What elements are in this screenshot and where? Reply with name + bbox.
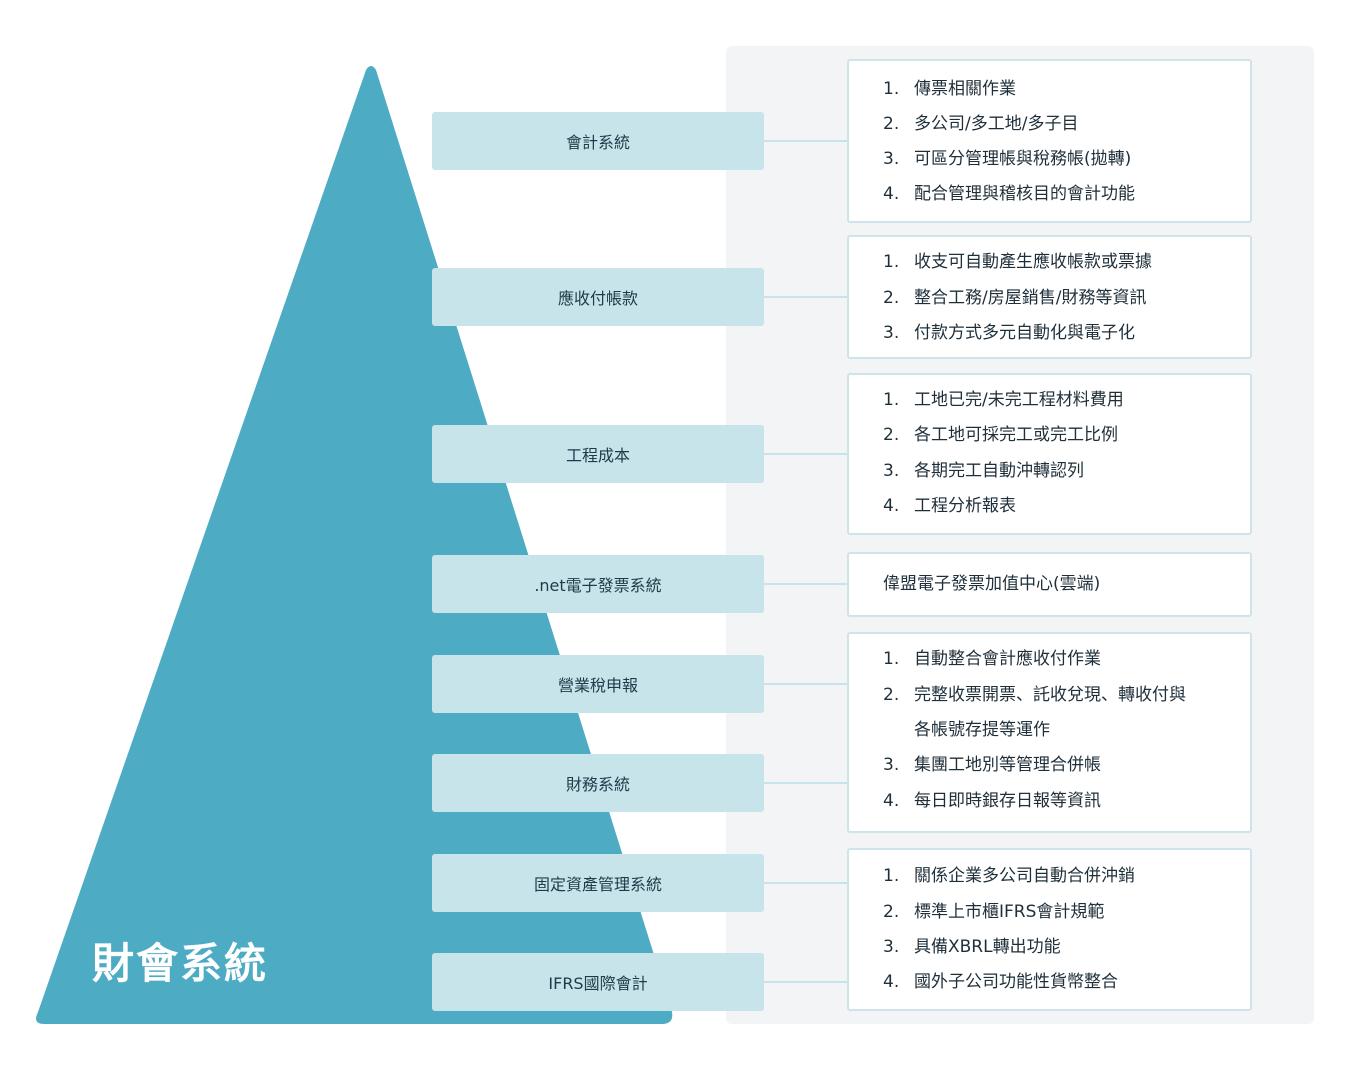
item-number: 3. [883,461,900,481]
item-number: 4. [883,184,900,204]
list-item: 1. 收支可自動產生應收帳款或票據 [883,250,1152,274]
detail-box-accounting: 1.傳票相關作業 2.多公司/多工地/多子目 3.可區分管理帳與稅務帳(拋轉) … [847,59,1252,223]
label-accounting-system: 會計系統 [432,112,764,170]
item-text: 可區分管理帳與稅務帳(拋轉) [914,149,1132,169]
item-number: 3. [883,149,900,169]
detail-box-ifrs: 1. 關係企業多公司自動合併沖銷 2. 標準上市櫃IFRS會計規範 3. 具備XBRL… [847,848,1252,1011]
item-number: 1. [883,649,900,669]
detail-box-finance: 1. 自動整合會計應收付作業 2. 完整收票開票、託收兌現、轉收付與 各帳號存提等運… [847,632,1252,833]
item-text: 多公司/多工地/多子目 [914,114,1079,134]
item-number: 2. [883,288,900,308]
label-business-tax-filing: 營業稅申報 [432,655,764,713]
item-text: 付款方式多元自動化與電子化 [914,323,1135,343]
item-text: 關係企業多公司自動合併沖銷 [914,866,1135,886]
item-text: 整合工務/房屋銷售/財務等資訊 [914,288,1147,308]
item-number: 4. [883,972,900,992]
item-number: 2. [883,685,900,705]
item-text: 各期完工自動沖轉認列 [914,461,1084,481]
label-ifrs-accounting: IFRS國際會計 [432,953,764,1011]
detail-box-receivables: 1. 收支可自動產生應收帳款或票據 2. 整合工務/房屋銷售/財務等資訊 3. 付款方… [847,235,1252,359]
item-number: 4. [883,496,900,516]
list-item: 4. 國外子公司功能性貨幣整合 [883,970,1118,994]
item-text: 集團工地別等管理合併帳 [914,755,1101,775]
diagram-title: 財會系統 [92,939,269,988]
item-text: 各工地可採完工或完工比例 [914,425,1118,445]
item-number: 3. [883,937,900,957]
list-item: 1. 關係企業多公司自動合併沖銷 [883,864,1135,888]
list-item: 4. 工程分析報表 [883,494,1016,518]
item-number: 2. [883,902,900,922]
label-e-invoice-system: .net電子發票系統 [432,555,764,613]
item-number: 2. [883,114,900,134]
list-item: 2. 標準上市櫃IFRS會計規範 [883,900,1104,924]
list-item: 1. 傳票相關作業 [883,77,1016,101]
list-item: 3. 付款方式多元自動化與電子化 [883,321,1135,345]
item-text: 標準上市櫃IFRS會計規範 [914,902,1105,922]
item-text: 配合管理與稽核目的會計功能 [914,184,1135,204]
item-text: 各帳號存提等運作 [914,720,1050,740]
item-text: 國外子公司功能性貨幣整合 [914,972,1118,992]
item-text: 工程分析報表 [914,496,1016,516]
list-item: 3. 各期完工自動沖轉認列 [883,459,1084,483]
list-item: 4. 每日即時銀存日報等資訊 [883,789,1101,813]
item-text: 工地已完/未完工程材料費用 [914,390,1124,410]
item-number: 1. [883,79,900,99]
list-item: 3. 具備XBRL轉出功能 [883,935,1061,959]
detail-text: 偉盟電子發票加值中心(雲端) [883,574,1101,594]
item-number: 1. [883,252,900,272]
list-item: 1. 工地已完/未完工程材料費用 [883,388,1124,412]
list-item: 2. 整合工務/房屋銷售/財務等資訊 [883,286,1146,310]
label-fixed-asset-system: 固定資產管理系統 [432,854,764,912]
item-text: 完整收票開票、託收兌現、轉收付與 [914,685,1186,705]
detail-box-construction: 1. 工地已完/未完工程材料費用 2. 各工地可採完工或完工比例 3. 各期完工自動沖… [847,373,1252,535]
item-text: 具備XBRL轉出功能 [914,937,1061,957]
item-text: 自動整合會計應收付作業 [914,649,1101,669]
item-number: 3. [883,323,900,343]
list-item: 3. 集團工地別等管理合併帳 [883,753,1101,777]
list-item: 3. 可區分管理帳與稅務帳(拋轉) [883,147,1131,171]
item-number: 1. [883,866,900,886]
item-text: 每日即時銀存日報等資訊 [914,791,1101,811]
label-finance-system: 財務系統 [432,754,764,812]
item-number: 1. [883,390,900,410]
list-item: 2. 完整收票開票、託收兌現、轉收付與 [883,683,1186,707]
list-item: 1. 自動整合會計應收付作業 [883,647,1101,671]
item-text: 傳票相關作業 [914,79,1016,99]
item-number: 3. [883,755,900,775]
list-item: 各帳號存提等運作 [883,718,1050,742]
label-construction-cost: 工程成本 [432,425,764,483]
list-item: 4. 配合管理與稽核目的會計功能 [883,182,1135,206]
detail-box-e-invoice: 偉盟電子發票加值中心(雲端) [847,552,1252,617]
item-number: 4. [883,791,900,811]
item-text: 收支可自動產生應收帳款或票據 [914,252,1152,272]
list-item: 2. 多公司/多工地/多子目 [883,112,1078,136]
label-receivables-payables: 應收付帳款 [432,268,764,326]
item-number: 2. [883,425,900,445]
list-item: 2. 各工地可採完工或完工比例 [883,423,1118,447]
